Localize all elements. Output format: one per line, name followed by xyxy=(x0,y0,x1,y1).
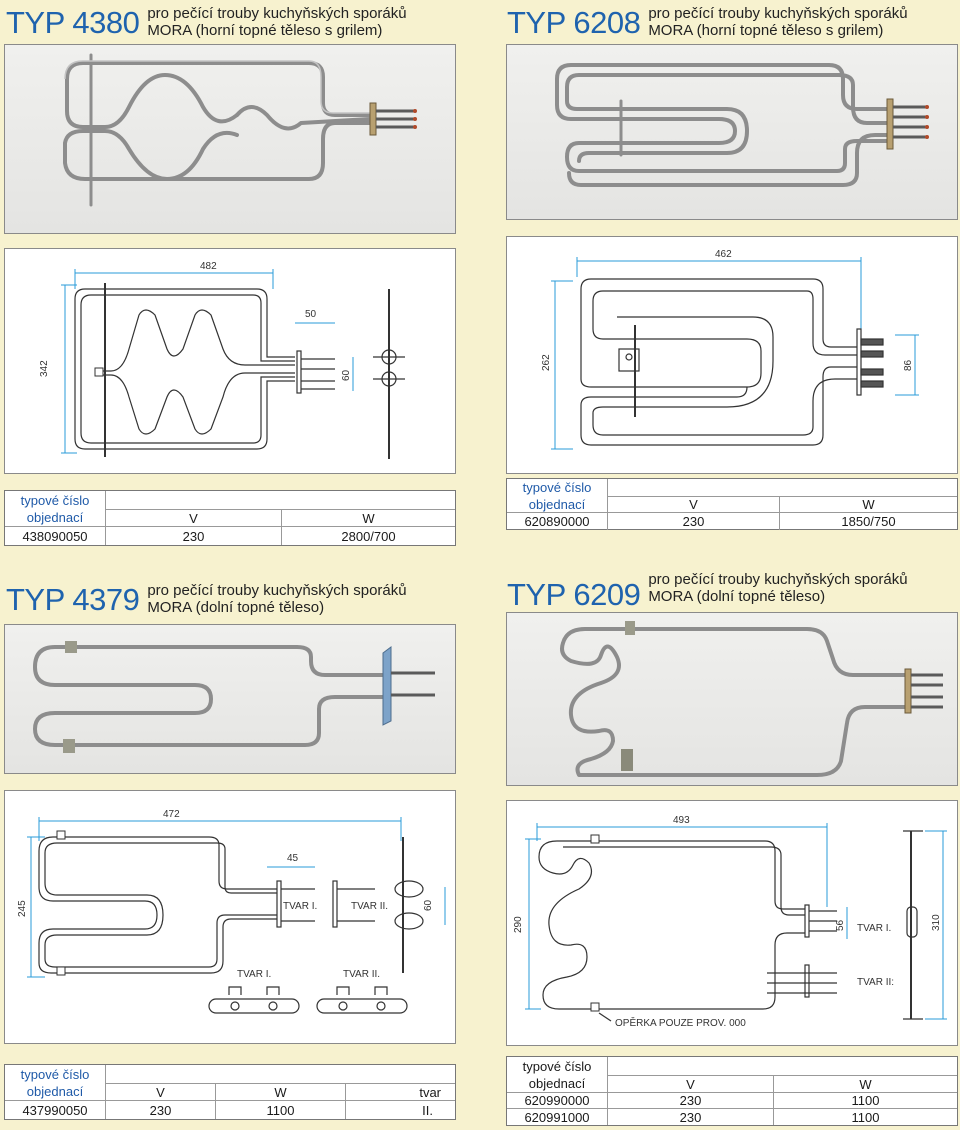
spec-table-4379: typové číslo objednací V W tvar 43799005… xyxy=(4,1064,456,1120)
dimension-height: 290 xyxy=(513,916,524,933)
description-line-1: pro pečící trouby kuchyňských sporáků xyxy=(147,582,407,599)
type-title: TYP 4379 xyxy=(6,582,140,617)
type-description: pro pečící trouby kuchyňských sporáků MO… xyxy=(147,582,406,616)
spec-table-4380: typové číslo objednací V W 438090050 230… xyxy=(4,490,456,546)
dimension-a: 45 xyxy=(287,853,299,864)
dimension-a: 56 xyxy=(835,919,846,931)
type-title: TYP 6208 xyxy=(507,5,641,40)
cell-power: 2800/700 xyxy=(281,527,455,545)
col-header-typ-1: typové číslo xyxy=(522,480,592,495)
col-header-typ-1: typové číslo xyxy=(20,1066,90,1082)
description-line-1: pro pečící trouby kuchyňských sporáků xyxy=(648,5,908,22)
dimension-width: 482 xyxy=(200,261,217,272)
header-typ-4380: TYP 4380 pro pečící trouby kuchyňských s… xyxy=(6,5,407,40)
header-typ-6209: TYP 6209 pro pečící trouby kuchyňských s… xyxy=(507,571,908,612)
col-header-v: V xyxy=(607,496,779,512)
type-description: pro pečící trouby kuchyňských sporáků MO… xyxy=(147,5,406,39)
col-header-w: W xyxy=(281,509,455,526)
dimension-height: 262 xyxy=(541,354,552,371)
shape-label-1: TVAR I. xyxy=(857,923,891,934)
product-photo-6208 xyxy=(506,44,958,220)
description-line-2: MORA (dolní topné těleso) xyxy=(648,588,826,605)
technical-drawing-6208: 462 262 86 xyxy=(506,236,958,474)
dimension-width: 472 xyxy=(163,809,180,820)
dimension-height: 245 xyxy=(17,900,28,917)
shape-label-2: TVAR II. xyxy=(351,901,388,912)
support-note: OPĚRKA POUZE PROV. 000 xyxy=(615,1016,746,1029)
col-header-typ-1: typové číslo xyxy=(20,492,90,508)
cell-voltage: 230 xyxy=(607,1093,773,1108)
cell-shape: II. xyxy=(345,1101,455,1119)
table-row: 620990000 230 1100 xyxy=(507,1093,957,1109)
description-line-2: MORA (horní topné těleso s grilem) xyxy=(147,22,383,39)
col-header-typ-1: typové číslo xyxy=(522,1058,592,1074)
type-title: TYP 6209 xyxy=(507,577,641,612)
cell-power: 1100 xyxy=(773,1109,957,1125)
table-row: 438090050 230 2800/700 xyxy=(5,527,455,545)
table-row: 620890000 230 1850/750 xyxy=(507,513,957,530)
dimension-a: 50 xyxy=(305,309,317,320)
dimension-b: 60 xyxy=(341,369,352,381)
cell-power: 1850/750 xyxy=(779,513,957,530)
cell-order-number: 620890000 xyxy=(524,514,590,529)
cell-voltage: 230 xyxy=(607,513,779,530)
header-typ-4379: TYP 4379 pro pečící trouby kuchyňských s… xyxy=(6,582,407,617)
technical-drawing-4380: 482 342 50 60 xyxy=(4,248,456,474)
col-header-tvar: tvar xyxy=(345,1083,455,1100)
cell-order-number: 437990050 xyxy=(22,1102,88,1118)
col-header-typ-2: objednací xyxy=(26,510,84,525)
product-photo-4379 xyxy=(4,624,456,774)
type-description: pro pečící trouby kuchyňských sporáků MO… xyxy=(648,571,907,605)
description-line-2: MORA (dolní topné těleso) xyxy=(147,599,325,616)
col-header-typ-2: objednací xyxy=(26,1084,84,1099)
cell-power: 1100 xyxy=(215,1101,345,1119)
col-header-v: V xyxy=(105,1083,215,1100)
dimension-b: 86 xyxy=(903,359,914,371)
dimension-b: 60 xyxy=(423,899,434,911)
type-title: TYP 4380 xyxy=(6,5,140,40)
col-header-v: V xyxy=(105,509,281,526)
dimension-height: 342 xyxy=(39,360,50,377)
cell-voltage: 230 xyxy=(607,1109,773,1125)
dimension-width: 462 xyxy=(715,249,732,260)
col-header-v: V xyxy=(607,1075,773,1092)
header-typ-6208: TYP 6208 pro pečící trouby kuchyňských s… xyxy=(507,5,908,40)
technical-drawing-4379: 472 245 45 60 TVAR I. TVAR II. TVAR I. T… xyxy=(4,790,456,1044)
cell-voltage: 230 xyxy=(105,527,281,545)
cell-voltage: 230 xyxy=(105,1101,215,1119)
col-header-typ-2: objednací xyxy=(528,1076,586,1091)
cell-order-number: 620991000 xyxy=(524,1109,590,1125)
description-line-1: pro pečící trouby kuchyňských sporáků xyxy=(147,5,407,22)
table-row: 437990050 230 1100 II. xyxy=(5,1101,455,1119)
type-description: pro pečící trouby kuchyňských sporáků MO… xyxy=(648,5,907,39)
cell-power: 1100 xyxy=(773,1093,957,1108)
product-photo-6209 xyxy=(506,612,958,786)
product-photo-4380 xyxy=(4,44,456,234)
col-header-typ-2: objednací xyxy=(528,496,586,512)
spec-table-6209: typové číslo objednací V W 620990000 230… xyxy=(506,1056,958,1126)
cell-order-number: 620990000 xyxy=(524,1093,590,1108)
shape-label-2: TVAR II: xyxy=(857,977,894,988)
spec-table-6208: typové číslo objednací V W 620890000 230… xyxy=(506,478,958,530)
cell-order-number: 438090050 xyxy=(22,528,88,544)
technical-drawing-6209: 493 290 56 310 TVAR I. TVAR II: OPĚRKA P… xyxy=(506,800,958,1046)
dimension-width: 493 xyxy=(673,815,690,826)
description-line-1: pro pečící trouby kuchyňských sporáků xyxy=(648,571,908,588)
description-line-2: MORA (horní topné těleso s grilem) xyxy=(648,22,884,39)
shape-label-3: TVAR I. xyxy=(237,969,271,980)
shape-label-1: TVAR I. xyxy=(283,901,317,912)
col-header-w: W xyxy=(779,496,957,512)
col-header-w: W xyxy=(773,1075,957,1092)
dimension-c: 310 xyxy=(931,914,942,931)
shape-label-4: TVAR II. xyxy=(343,969,380,980)
table-row: 620991000 230 1100 xyxy=(507,1109,957,1125)
col-header-w: W xyxy=(215,1083,345,1100)
